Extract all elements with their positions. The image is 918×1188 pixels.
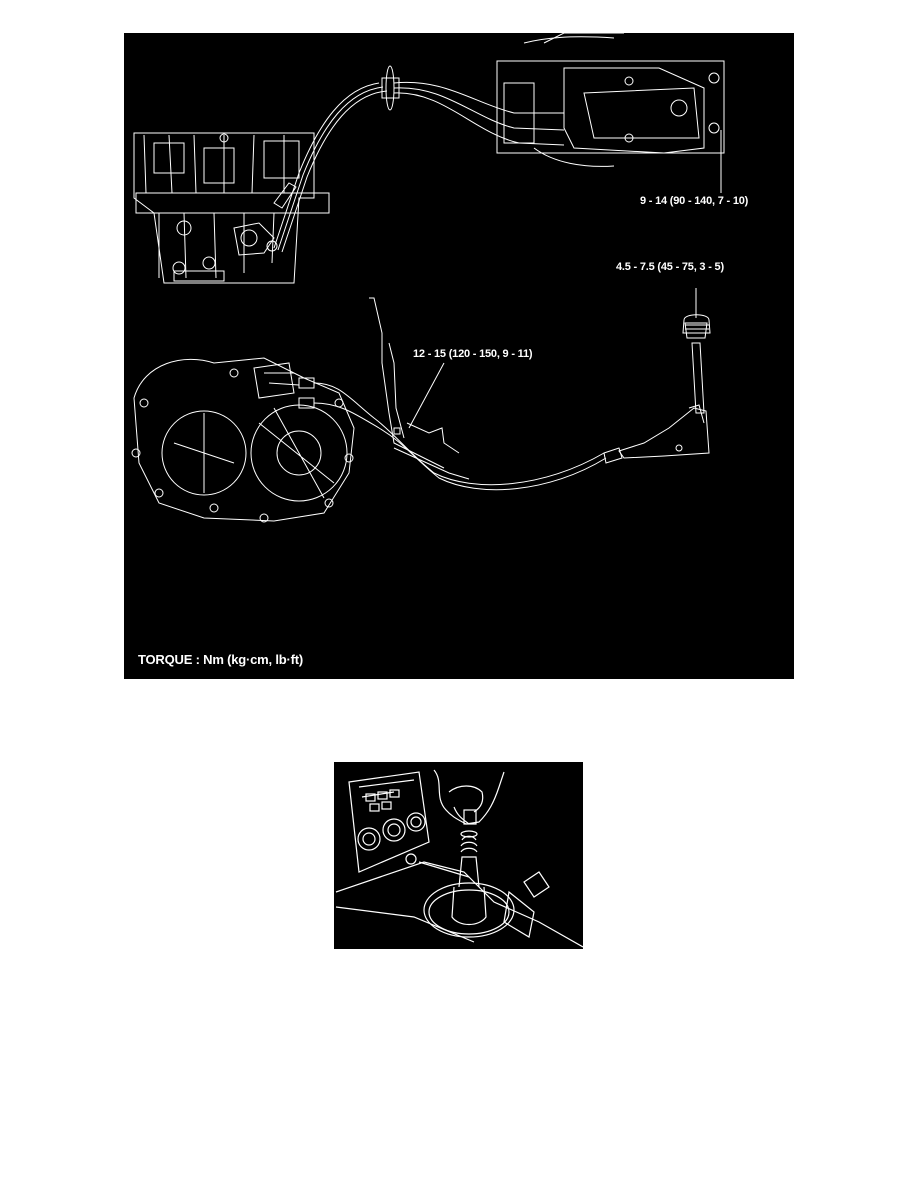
leader-line-cable-bracket [408, 362, 445, 429]
shift-knob-installation-illustration [334, 762, 583, 949]
dashboard-console [335, 771, 583, 948]
shift-boot [423, 882, 515, 938]
torque-callout-shift-knob: 4.5 - 7.5 (45 - 75, 3 - 5) [616, 261, 724, 273]
floor-bracket [369, 297, 470, 480]
shift-lever-assembly-top-view [496, 33, 725, 193]
torque-callout-cable-bracket: 12 - 15 (120 - 150, 9 - 11) [413, 348, 533, 360]
shift-lever-rod [458, 830, 480, 888]
torque-callout-shift-lever-bracket: 9 - 14 (90 - 140, 7 - 10) [640, 195, 749, 207]
transaxle-front-view [131, 357, 355, 523]
shift-cables-lower [298, 377, 623, 491]
torque-unit-legend: TORQUE : Nm (kg·cm, lb·ft) [138, 652, 303, 667]
transaxle-side-view [133, 132, 330, 284]
shift-cables-upper [273, 65, 565, 253]
shift-cable-line-art [131, 33, 725, 523]
hand-with-knob [433, 769, 505, 825]
shift-knob-line-art [335, 769, 583, 948]
console-compartment [503, 871, 550, 938]
shift-lever-side-view [618, 288, 711, 459]
shift-cable-diagram: 9 - 14 (90 - 140, 7 - 10) 4.5 - 7.5 (45 … [124, 33, 794, 679]
